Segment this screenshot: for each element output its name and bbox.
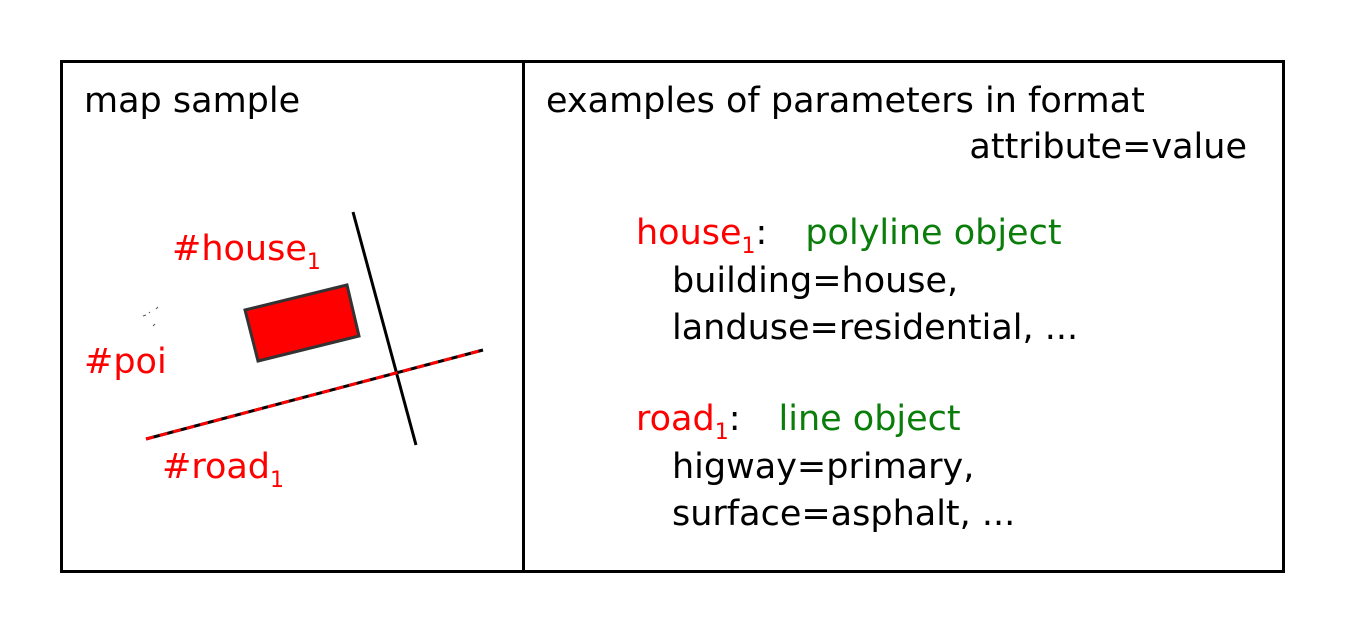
house-attr-line-1: building=house, — [672, 261, 959, 301]
house-polygon — [243, 283, 361, 363]
parameters-format: attribute=value — [969, 127, 1247, 167]
house-map-label-text: #house — [172, 229, 307, 269]
panel-divider — [522, 60, 525, 573]
poi-map-label: #poi — [84, 342, 167, 382]
figure-frame — [60, 60, 1285, 573]
road-attr-line-2: surface=asphalt, ... — [672, 494, 1016, 534]
house-example-colon: : — [755, 213, 768, 253]
map-sample-title: map sample — [84, 81, 301, 121]
house-map-label-sub: 1 — [306, 250, 321, 275]
road-attr-line-1: higway=primary, — [672, 447, 975, 487]
road-map-label: #road1 — [162, 447, 284, 492]
road-map-label-sub: 1 — [270, 468, 285, 493]
parameters-title: examples of parameters in format — [546, 81, 1145, 121]
road-example-colon: : — [728, 399, 741, 439]
house-example-sub: 1 — [741, 234, 756, 259]
road-example-header: road1: line object — [636, 399, 961, 444]
street-line — [351, 211, 418, 446]
road-example-sub: 1 — [714, 420, 729, 445]
house-example-type: polyline object — [805, 213, 1062, 253]
road-dash — [145, 348, 484, 441]
road-example-name: road — [636, 399, 715, 439]
house-example-name: house — [636, 213, 742, 253]
house-example-header: house1: polyline object — [636, 213, 1062, 258]
poi-marker — [142, 306, 159, 327]
house-attr-line-2: landuse=residential, ... — [672, 308, 1079, 348]
road-map-label-text: #road — [162, 447, 271, 487]
house-map-label: #house1 — [172, 229, 321, 274]
road-example-type: line object — [778, 399, 961, 439]
